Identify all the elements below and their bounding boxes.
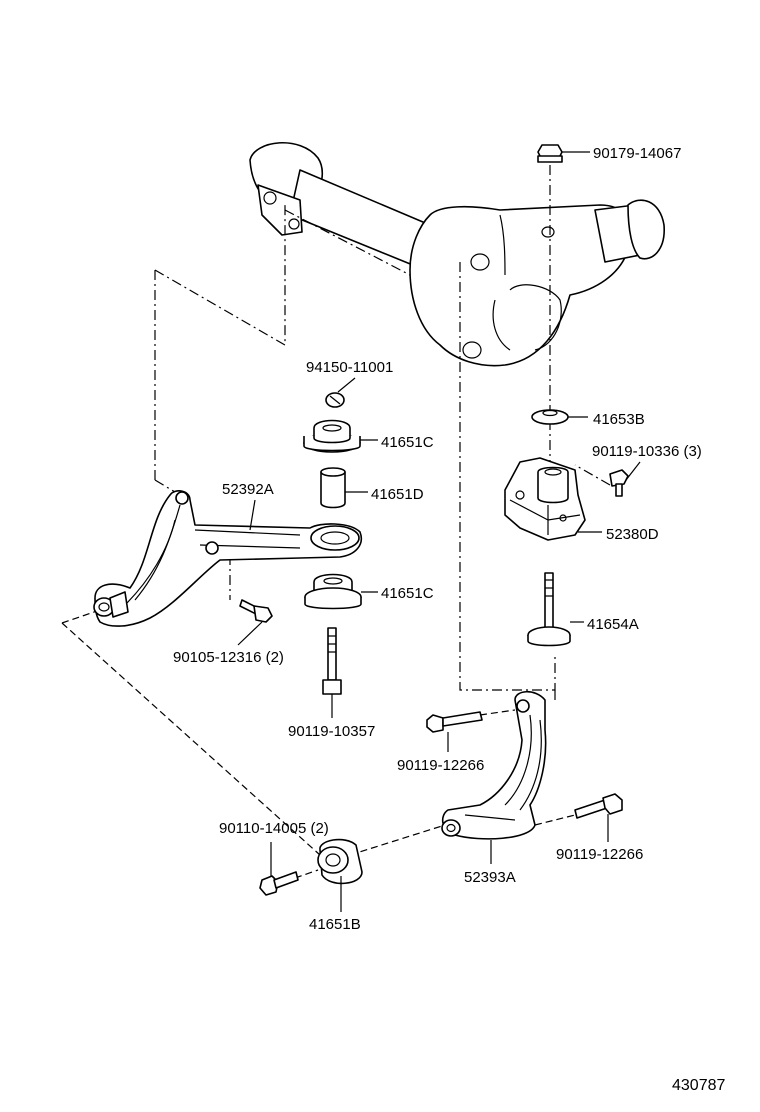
bolt-90110-14005: [259, 871, 299, 896]
label-90179-14067: 90179-14067: [593, 145, 681, 162]
label-41654a: 41654A: [587, 616, 639, 633]
label-94150-11001: 94150-11001: [306, 359, 393, 376]
cushion-41651c-bottom: [304, 573, 362, 610]
label-41653b: 41653B: [593, 411, 645, 428]
label-41651c-top: 41651C: [381, 434, 434, 451]
part-labels: 90179-14067 94150-11001 41653B 41651C 90…: [173, 145, 725, 1094]
flange-nut-90179-14067: [537, 144, 563, 163]
washer-41653b: [531, 409, 569, 425]
label-41651b: 41651B: [309, 916, 361, 933]
mount-52380d: [504, 457, 586, 541]
label-41651d: 41651D: [371, 486, 424, 503]
label-52393a: 52393A: [464, 869, 516, 886]
label-90110-14005: 90110-14005 (2): [219, 820, 329, 837]
label-52392a: 52392A: [222, 481, 274, 498]
bolt-90119-10357: [322, 627, 342, 695]
bushing-41651b: [317, 838, 363, 885]
collar-41651d: [320, 467, 346, 509]
bolt-90119-12266-left: [426, 711, 483, 733]
stud-bolt-41654a: [527, 572, 571, 647]
cushion-41651c-top: [303, 419, 361, 453]
arm-52393a: [441, 690, 547, 840]
label-90119-10357: 90119-10357: [288, 723, 375, 740]
label-41651c-bottom: 41651C: [381, 585, 434, 602]
nut-94150-11001: [325, 392, 345, 408]
label-52380d: 52380D: [606, 526, 659, 543]
label-90119-10336: 90119-10336 (3): [592, 443, 702, 460]
label-90119-12266-right: 90119-12266: [556, 846, 643, 863]
leader-lines: [237, 151, 641, 912]
arm-52392a: [93, 490, 362, 627]
differential-housing: [249, 142, 665, 367]
label-90105-12316: 90105-12316 (2): [173, 649, 284, 666]
diagram-reference-number: 430787: [672, 1077, 725, 1094]
label-90119-12266-left: 90119-12266: [397, 757, 484, 774]
bolt-90119-10336: [609, 469, 629, 497]
bolt-90119-12266-right: [574, 793, 623, 819]
bolt-90105-12316: [239, 599, 273, 623]
